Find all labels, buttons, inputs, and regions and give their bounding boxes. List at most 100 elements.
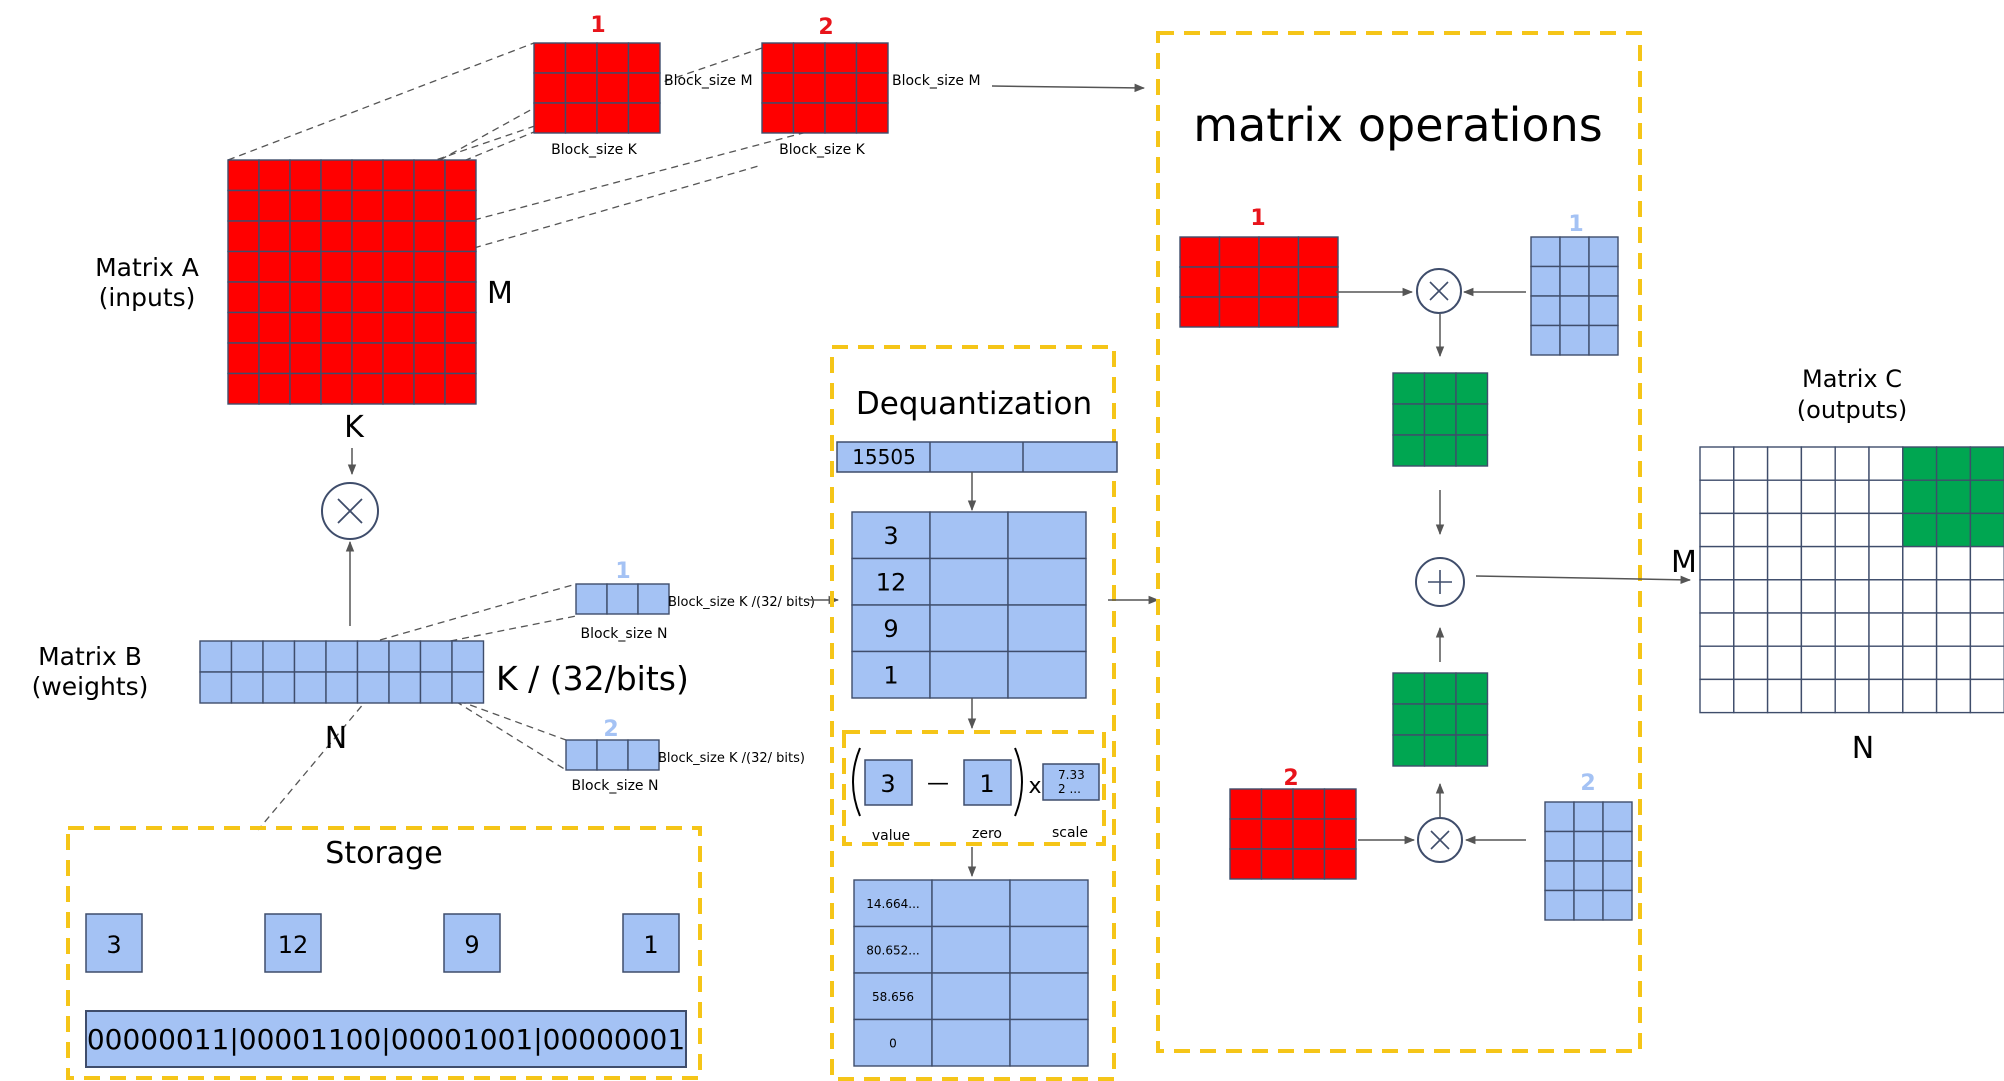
ops-block-b1-cell <box>1559 324 1590 356</box>
unpacked-grid-cell <box>851 557 931 606</box>
ops-block-a1-cell <box>1179 236 1221 268</box>
matrix-a-grid-cell <box>351 189 384 222</box>
matrix-a-grid-cell <box>382 342 415 375</box>
block-a1-grid-cell <box>596 42 630 74</box>
matrix-b-grid-cell <box>419 671 453 704</box>
matrix-c-grid-cell <box>1800 512 1836 548</box>
unpacked-grid-cell <box>851 511 931 560</box>
result-grid-cell <box>1009 1018 1089 1067</box>
ops-partial-1-cell <box>1455 434 1489 467</box>
unpacked-value: 3 <box>883 522 898 550</box>
label-value: value <box>872 828 910 844</box>
matrix-b-grid-cell <box>388 671 422 704</box>
matrix-c-grid-cell <box>1834 545 1870 581</box>
ops-block-a1-cell <box>1258 236 1300 268</box>
matrix-c-grid-cell <box>1699 479 1735 515</box>
block-a2: 2 Block_size M Block_size K <box>761 15 981 158</box>
block-a1-grid <box>533 42 661 134</box>
block-b1-grid <box>575 583 670 615</box>
matrix-a-grid-cell <box>289 342 322 375</box>
storage-title: Storage <box>325 836 442 871</box>
ops-partial-2-cell <box>1392 734 1426 767</box>
block-a1-size-k: Block_size K <box>551 142 637 158</box>
block-a1-size-m: Block_size M <box>664 73 753 89</box>
ops-multiply-icon-1 <box>1416 268 1462 314</box>
matrix-c-grid-cell <box>1733 479 1769 515</box>
matrix-a-grid-cell <box>289 281 322 314</box>
ops-partial-1-cell <box>1455 372 1489 405</box>
block-a1-grid-cell <box>533 72 567 104</box>
ops-partial-2-cell <box>1423 734 1457 767</box>
block-a1-grid-cell <box>564 72 598 104</box>
matrix-c-grid-cell <box>1969 612 2004 647</box>
ops-partial-2-cell <box>1455 734 1489 767</box>
matrix-b-grid-cell <box>419 640 453 673</box>
matrix-c-grid-cell <box>1902 545 1938 581</box>
matrix-c-grid-cell <box>1834 479 1870 515</box>
result-value: 58.656 <box>872 990 914 1004</box>
ops-block-a2 <box>1229 788 1357 880</box>
block-a2-grid-cell <box>824 42 858 74</box>
formula-times: x <box>1028 774 1041 799</box>
matrix-a-grid-cell <box>289 311 322 344</box>
matrix-b-grid-cell <box>293 640 327 673</box>
unpacked-value: 9 <box>883 615 898 643</box>
packed-row: 15505 <box>836 441 1118 473</box>
matrix-c-grid-cell <box>1800 678 1836 714</box>
matrix-a-grid-cell <box>382 220 415 253</box>
ops-block-b1-cell <box>1530 265 1561 297</box>
matrix-c-dim-m: M <box>1671 545 1697 580</box>
storage-value-box <box>85 913 143 973</box>
ops-a2-index: 2 <box>1283 766 1298 791</box>
storage-value-box <box>622 913 680 973</box>
matrix-c-grid-cell <box>1935 612 1972 647</box>
matrix-a-grid-cell <box>258 220 291 253</box>
unpacked-grid-cell <box>929 557 1009 606</box>
ops-block-a1-cell <box>1258 296 1300 328</box>
result-grid-cell <box>931 925 1011 974</box>
ops-block-b1-cell <box>1530 295 1561 327</box>
matrix-c-grid-cell <box>1766 446 1803 481</box>
matrix-a-grid-cell <box>289 159 322 192</box>
ops-block-b1-cell <box>1559 265 1590 297</box>
matrix-c-grid-cell <box>1699 545 1735 581</box>
result-grid-cell <box>853 972 933 1021</box>
matrix-c-grid-cell <box>1699 446 1735 481</box>
matrix-c-grid-cell <box>1834 678 1870 714</box>
ops-partial-1-cell <box>1392 403 1426 436</box>
matrix-c-grid-cell <box>1834 645 1870 681</box>
block-a2-grid-cell <box>855 102 889 134</box>
matrix-a-grid-cell <box>227 159 260 192</box>
matrix-b-grid-cell <box>230 671 264 704</box>
open-paren <box>852 747 861 817</box>
matrix-a-grid-cell <box>289 372 322 405</box>
ops-block-a1-cell <box>1258 266 1300 298</box>
ops-block-a1-cell <box>1218 236 1260 268</box>
block-a2-grid-cell <box>792 102 826 134</box>
ops-block-a2-cell <box>1260 848 1294 880</box>
ops-block-b2-cell <box>1602 801 1633 833</box>
block-a1-grid-cell <box>627 102 661 134</box>
block-a2-grid-cell <box>824 102 858 134</box>
matrix-a-grid-cell <box>444 311 477 344</box>
matrix-a-grid-cell <box>258 281 291 314</box>
matrix-c-subtitle: (outputs) <box>1797 396 1907 424</box>
matrix-b-grid <box>199 640 485 704</box>
matrix-a-grid-cell <box>444 342 477 375</box>
result-grid-cell <box>931 879 1011 928</box>
matrix-c-grid-cell <box>1733 545 1769 581</box>
block-a1-grid-cell <box>596 102 630 134</box>
matrix-b-grid-cell <box>356 671 390 704</box>
ops-partial-2-cell <box>1392 672 1426 705</box>
ops-block-b2-cell <box>1602 830 1633 862</box>
matrix-c-grid-cell <box>1868 678 1904 714</box>
matrix-c-grid-cell <box>1766 678 1803 714</box>
matrix-c-grid-cell <box>1935 545 1972 581</box>
matrix-a-grid-cell <box>258 189 291 222</box>
ops-partial-1-cell <box>1392 372 1426 405</box>
ops-block-a2-cell <box>1323 788 1357 820</box>
